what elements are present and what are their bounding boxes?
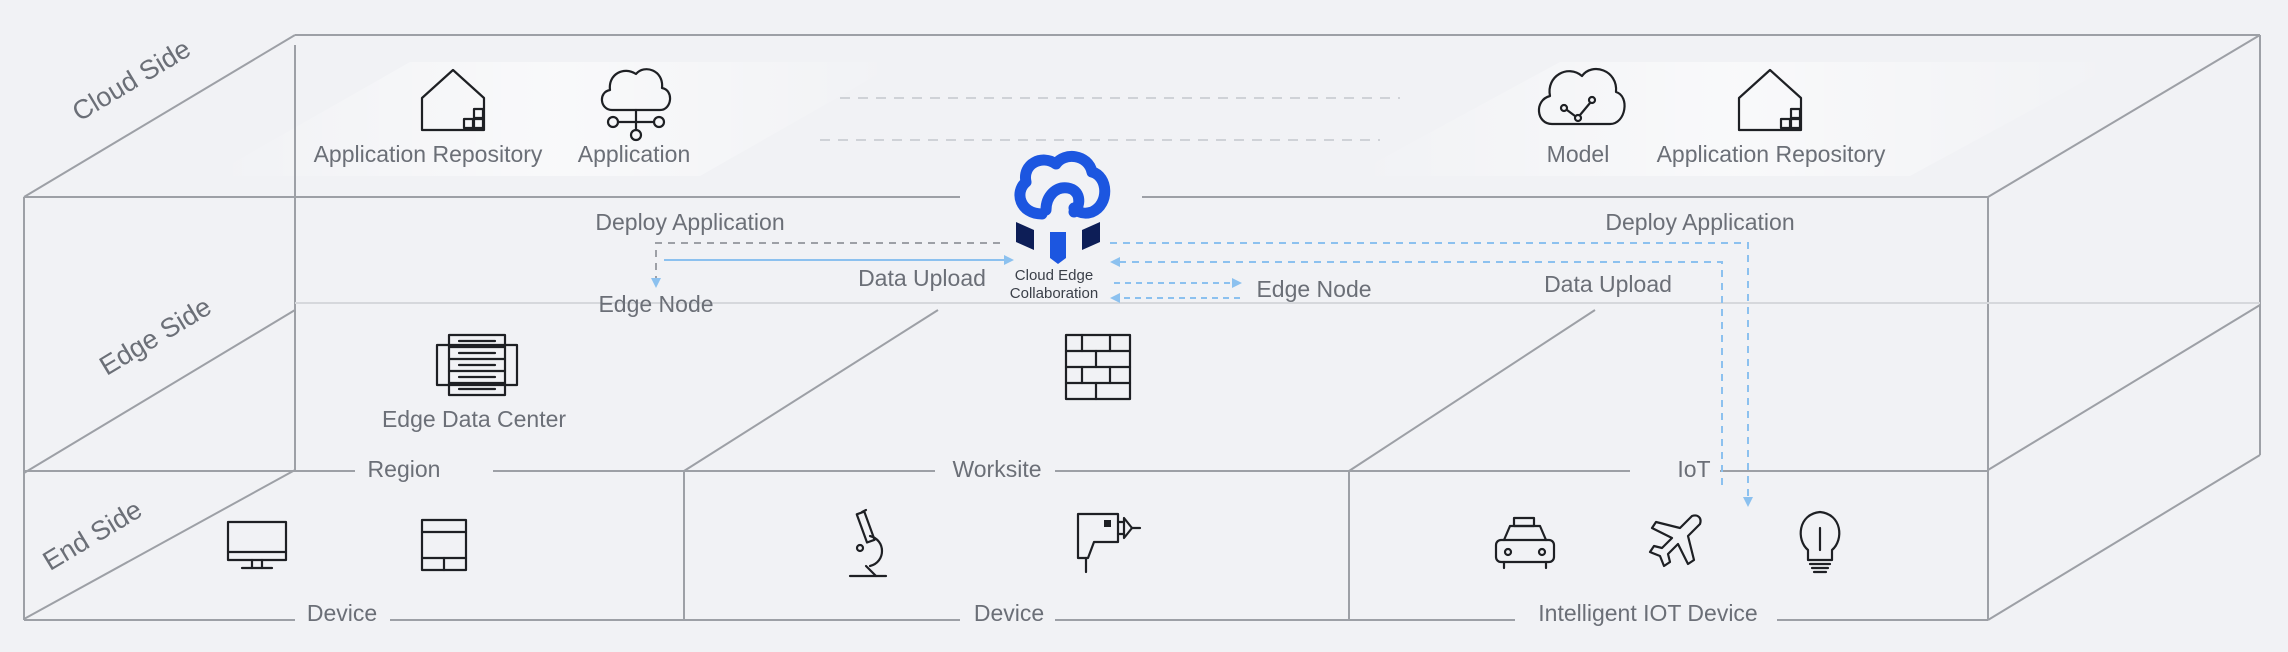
iot-label: IoT [1677,456,1710,482]
house-icon [1737,68,1803,132]
deploy-application-left: Deploy Application [595,209,784,235]
device-label-left: Device [307,600,377,626]
region-label: Region [368,456,441,482]
application-label: Application [578,141,691,167]
taxi-icon [1494,516,1556,570]
worksite-label: Worksite [952,456,1041,482]
monitor-icon [226,520,288,570]
airplane-icon [1648,514,1702,568]
highlight-band [1350,62,2120,176]
lightbulb-icon [1799,510,1841,574]
app-repository-label-right: Application Repository [1657,141,1886,167]
firewall-icon [1064,333,1132,401]
box-frame [23,34,2261,621]
server-rack-icon [435,333,519,397]
device-panel-icon [420,518,468,572]
edge-node-left: Edge Node [598,291,713,317]
cloud-network-icon [600,68,672,142]
deploy-arrow-right [1110,242,1753,507]
edge-data-center-label: Edge Data Center [382,406,566,432]
cloud-edge-logo-icon [1014,151,1111,264]
center-title-line1: Cloud Edge [1015,267,1093,284]
model-label: Model [1547,141,1610,167]
upload-arrow-right [1110,257,1723,485]
data-upload-right: Data Upload [1544,271,1672,297]
microscope-icon [848,508,888,578]
deploy-application-right: Deploy Application [1605,209,1794,235]
cloud-side-label: Cloud Side [67,33,196,127]
center-title-line2: Collaboration [1010,285,1098,302]
edge-node-right: Edge Node [1256,276,1371,302]
device-label-middle: Device [974,600,1044,626]
data-upload-left: Data Upload [858,265,986,291]
drill-icon [1076,512,1142,574]
highlight-band [210,62,900,176]
deploy-arrow-left [651,242,1000,288]
house-icon [420,68,486,132]
end-side-label: End Side [38,494,147,576]
intelligent-iot-device-label: Intelligent IOT Device [1538,600,1757,626]
app-repository-label-left: Application Repository [314,141,543,167]
cloud-model-icon [1537,67,1626,126]
